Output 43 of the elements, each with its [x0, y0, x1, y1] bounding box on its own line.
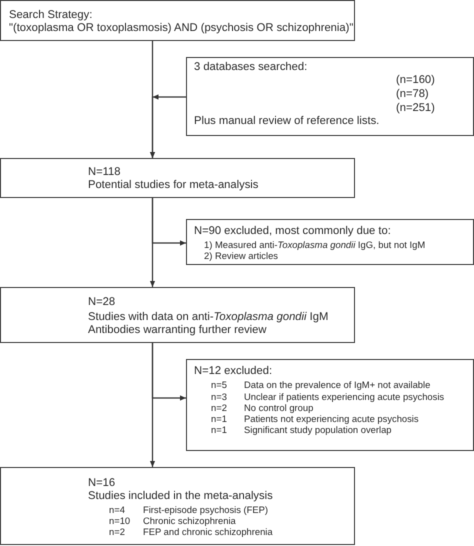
- process-box: [186, 57, 474, 136]
- connector-arrow: [150, 343, 156, 467]
- box-heading: 3 databases searched:: [194, 60, 308, 74]
- study-category: Chronic schizophrenia: [143, 515, 236, 526]
- process-box: [0, 158, 355, 198]
- study-count: N=16: [88, 477, 116, 490]
- process-box: [186, 219, 474, 265]
- process-box: [186, 359, 474, 451]
- study-count: n=10: [109, 515, 130, 526]
- box-heading: Search Strategy:: [9, 9, 92, 22]
- box-text: Plus manual review of reference lists.: [194, 115, 380, 128]
- exclusion-reason: Patients not experiencing acute psychosis: [244, 413, 419, 424]
- study-count: n=5: [211, 379, 227, 390]
- process-box: [0, 0, 355, 41]
- exclusion-reason: Data on the prevalence of IgM+ not available: [244, 379, 430, 390]
- record-count: (n=251): [396, 102, 435, 115]
- study-count: N=118: [88, 166, 120, 179]
- record-count: (n=78): [396, 88, 429, 101]
- study-category: First-episode psychosis (FEP): [143, 504, 268, 515]
- box-text: Studies included in the meta-analysis: [88, 490, 273, 503]
- box-heading: N=12 excluded:: [194, 365, 272, 378]
- study-count: N=28: [88, 296, 116, 309]
- study-count: n=1: [211, 424, 227, 435]
- record-count: (n=160): [396, 74, 435, 88]
- exclusion-reason: No control group: [244, 402, 314, 413]
- study-count: n=2: [109, 526, 125, 537]
- process-box: [0, 287, 355, 343]
- study-count: n=4: [109, 504, 125, 515]
- study-count: n=3: [211, 391, 227, 402]
- study-count: n=2: [211, 402, 227, 413]
- process-box: [0, 467, 355, 545]
- study-count: n=1: [211, 413, 227, 424]
- box-text: Studies with data on anti-Toxoplasma gondii IgM Antibodies warranting further review: [88, 311, 330, 337]
- search-query: "(toxoplasma OR toxoplasmosis) AND (psychosis OR schizophrenia)": [9, 22, 354, 35]
- box-text: Potential studies for meta-analysis: [88, 179, 258, 192]
- connector-arrow: [150, 94, 186, 158]
- exclusion-reason: 1) Measured anti-Toxoplasma gondii IgG, but not IgM: [204, 239, 426, 250]
- connector-arrow: [150, 198, 156, 287]
- exclusion-reason: 2) Review articles: [204, 250, 278, 261]
- exclusion-reason: Unclear if patients experiencing acute psychosis: [244, 391, 444, 402]
- exclusion-reason: Significant study population overlap: [244, 424, 392, 435]
- box-heading: N=90 excluded, most commonly due to:: [194, 225, 391, 238]
- study-category: FEP and chronic schizophrenia: [143, 526, 273, 537]
